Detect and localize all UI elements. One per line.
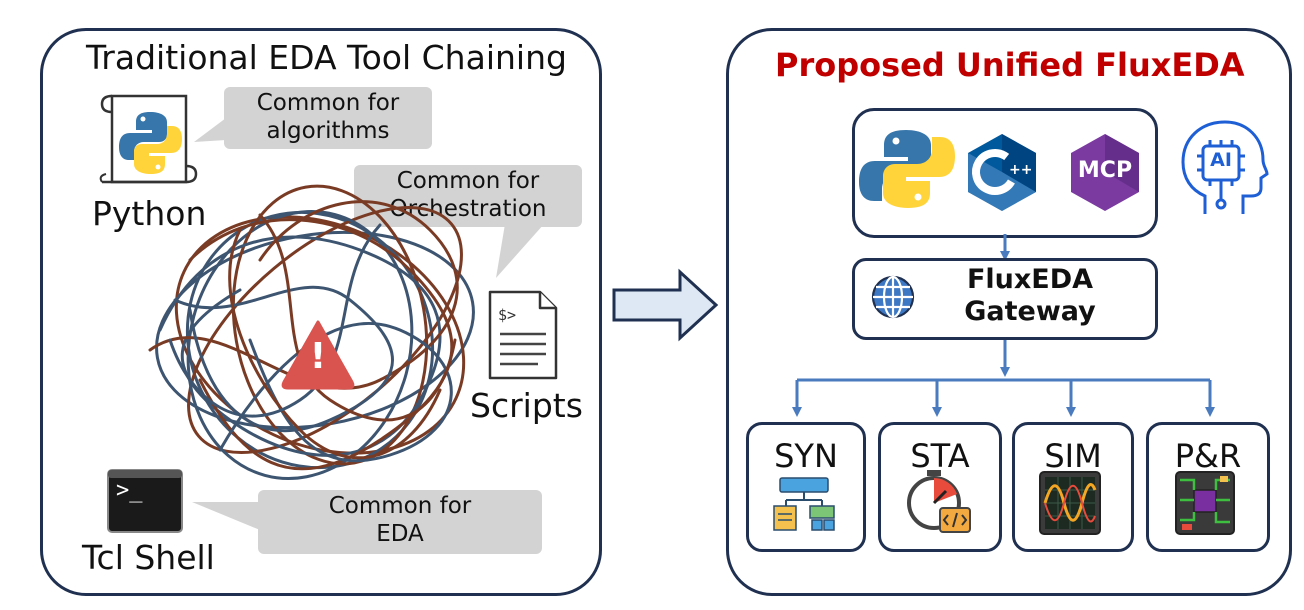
module-syn-label: SYN	[774, 437, 838, 475]
gateway-title-line1: FluxEDA	[966, 264, 1094, 295]
module-pnr-label: P&R	[1174, 437, 1242, 475]
gateway-title: FluxEDA Gateway	[930, 264, 1130, 328]
callout-algorithms: Common for algorithms	[224, 87, 432, 149]
module-sim: SIM	[1012, 422, 1134, 552]
cpp-logo-text: ++	[1009, 162, 1033, 178]
warning-symbol: !	[309, 336, 327, 377]
terminal-prompt: >_	[116, 478, 143, 503]
module-syn: SYN	[746, 422, 866, 552]
module-pnr: P&R	[1146, 422, 1270, 552]
callout-orchestration-line1: Common for	[396, 168, 540, 194]
module-sta-label: STA	[910, 437, 970, 475]
module-sim-label: SIM	[1044, 437, 1102, 475]
callout-eda: Common for EDA	[258, 490, 542, 554]
fluxeda-gateway-box	[852, 258, 1158, 340]
ai-chip-text: AI	[1210, 149, 1232, 171]
script-icon-text: $>	[498, 306, 517, 324]
tcl-shell-label: Tcl Shell	[82, 538, 215, 577]
module-sta: STA	[878, 422, 1002, 552]
mcp-logo-text: MCP	[1077, 158, 1133, 183]
callout-eda-line1: Common for	[328, 493, 472, 519]
python-label: Python	[92, 194, 207, 233]
callout-orchestration: Common for Orchestration	[354, 165, 582, 227]
scripts-label: Scripts	[470, 386, 583, 425]
fluxeda-title: Proposed Unified FluxEDA	[775, 46, 1245, 84]
gateway-title-line2: Gateway	[964, 296, 1096, 327]
callout-eda-line2: EDA	[376, 521, 424, 547]
callout-orchestration-line2: Orchestration	[389, 196, 547, 222]
callout-algorithms-line1: Common for	[256, 90, 400, 116]
callout-algorithms-line2: algorithms	[266, 118, 390, 144]
traditional-title: Traditional EDA Tool Chaining	[86, 38, 567, 77]
